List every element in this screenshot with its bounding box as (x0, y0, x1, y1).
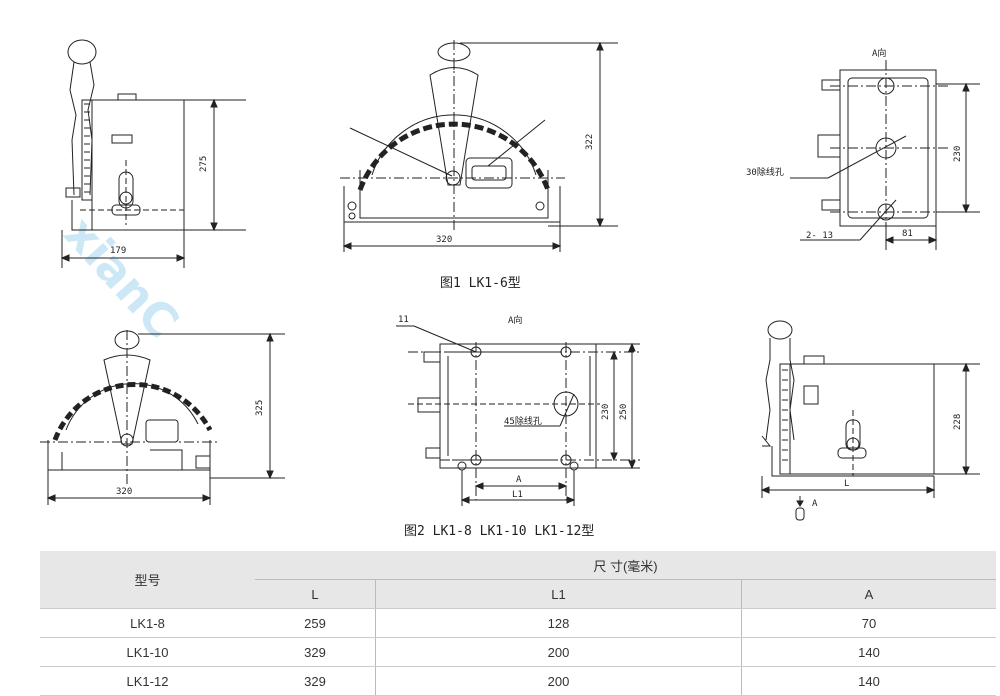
fig1-front-view: 322 320 (340, 40, 618, 252)
dim-179: 179 (110, 246, 126, 256)
a-direction-1: A向 (872, 47, 886, 59)
dim-81: 81 (902, 229, 913, 239)
dim-250: 250 (619, 404, 629, 420)
dim-230-fig1: 230 (953, 146, 963, 162)
fig2-front-view: 325 320 (40, 330, 285, 505)
l1-cell: 128 (375, 608, 742, 638)
model-header: 型号 (40, 551, 255, 609)
technical-drawing: xianC 275 179 (40, 39, 980, 539)
table-row: LK1-10 329 200 140 (40, 637, 996, 667)
dim-230-fig2: 230 (601, 404, 611, 420)
arrow-a-label: A (812, 499, 818, 509)
l1-cell: 200 (375, 666, 742, 696)
fig2-side-view: 228 L A (760, 320, 980, 521)
dim-l: L (844, 479, 849, 489)
watermark-text: xianC (54, 206, 190, 348)
l-cell: 259 (255, 608, 376, 638)
size-header: 尺 寸(毫米) (255, 551, 996, 580)
col-l-header: L (255, 579, 376, 609)
dim-320-fig1: 320 (436, 235, 452, 245)
fig1-side-view: 275 179 (60, 39, 246, 268)
dim-320-fig2: 320 (116, 487, 132, 497)
figure-2-caption: 图2 LK1-8 LK1-10 LK1-12型 (404, 524, 594, 539)
l1-cell: 200 (375, 637, 742, 667)
a-cell: 140 (741, 666, 996, 696)
hole-45-label: 45除线孔 (504, 415, 542, 427)
l-cell: 329 (255, 637, 376, 667)
dim-275: 275 (199, 156, 209, 172)
a-cell: 140 (741, 637, 996, 667)
dim-11: 11 (398, 315, 409, 325)
a-cell: 70 (741, 608, 996, 638)
dim-325: 325 (255, 400, 265, 416)
dim-a: A (516, 475, 522, 485)
table-row: LK1-8 259 128 70 (40, 608, 996, 638)
figure-1-caption: 图1 LK1-6型 (440, 276, 521, 291)
fig1-a-view: A向 230 30除线孔 2- 13 81 (746, 47, 980, 250)
fig2-a-view: A向 11 45除线孔 230 250 A (396, 314, 640, 506)
table-header-row-1: 型号 尺 寸(毫米) (40, 551, 996, 609)
col-l1-header: L1 (375, 579, 742, 609)
model-cell: LK1-8 (40, 608, 255, 638)
col-a-header: A (741, 579, 996, 609)
dim-228: 228 (953, 414, 963, 430)
model-cell: LK1-10 (40, 637, 255, 667)
table-row: LK1-12 329 200 140 (40, 666, 996, 696)
spec-table: 型号 尺 寸(毫米) L L1 A LK1-8 259 128 70 LK1-1… (40, 551, 996, 696)
a-direction-2: A向 (508, 314, 522, 326)
dim-322: 322 (585, 134, 595, 150)
dim-l1: L1 (512, 490, 523, 500)
l-cell: 329 (255, 666, 376, 696)
watermark: xianC (54, 206, 190, 348)
model-cell: LK1-12 (40, 666, 255, 696)
hole-30-label: 30除线孔 (746, 166, 784, 178)
dim-2-13: 2- 13 (806, 231, 833, 241)
